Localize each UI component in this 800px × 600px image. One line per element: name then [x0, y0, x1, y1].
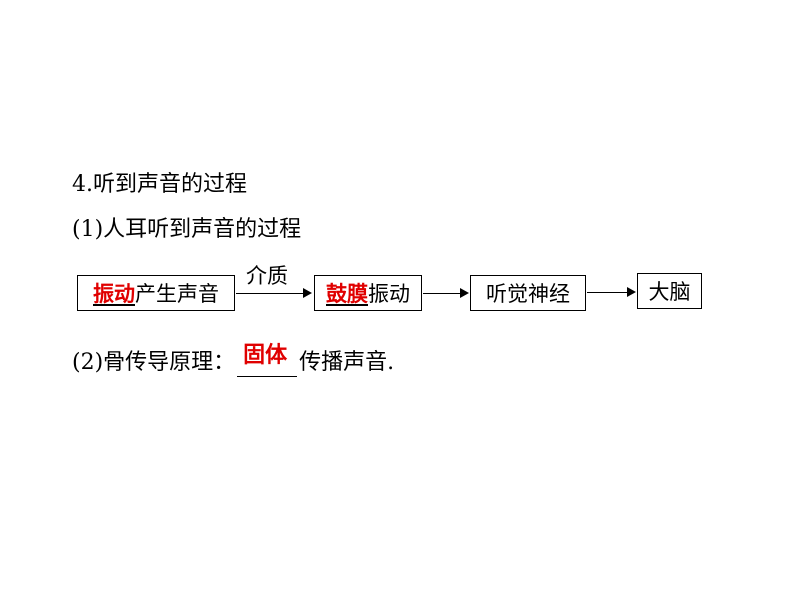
bone-conduction-suffix: 传播声音. [299, 350, 395, 375]
arrow-right-3 [587, 287, 636, 297]
answer-solid: 固体 [243, 343, 288, 368]
flow-box-brain: 大脑 [637, 273, 702, 309]
medium-label: 介质 [246, 264, 288, 288]
section-heading: 4.听到声音的过程 [72, 172, 247, 197]
box-text-produce-sound: 产生声音 [135, 282, 219, 306]
answer-vibration: 振动 [93, 282, 135, 306]
flow-box-auditory-nerve: 听觉神经 [470, 275, 586, 311]
subsection-1-title: (1)人耳听到声音的过程 [72, 217, 302, 242]
flow-box-sound-production: 振动产生声音 [77, 275, 235, 311]
box-text-vibrate: 振动 [368, 282, 410, 306]
arrow-right-1 [236, 288, 312, 298]
answer-eardrum: 鼓膜 [326, 282, 368, 306]
arrow-right-2 [423, 288, 469, 298]
box-text-brain: 大脑 [648, 280, 691, 304]
fill-blank: 固体 [237, 343, 298, 377]
subsection-2-line: (2)骨传导原理： 固体传播声音. [72, 343, 395, 377]
flow-box-eardrum: 鼓膜振动 [314, 275, 422, 311]
bone-conduction-prefix: (2)骨传导原理： [72, 350, 236, 375]
box-text-auditory-nerve: 听觉神经 [486, 282, 570, 306]
